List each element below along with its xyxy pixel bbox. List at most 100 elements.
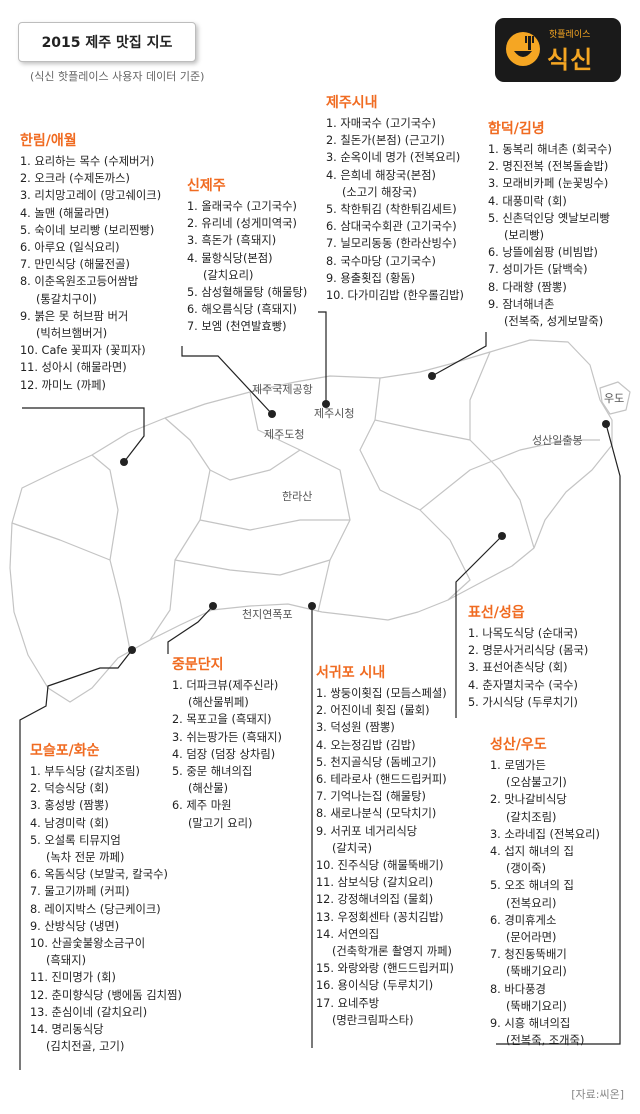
restaurant-item: 4. 춘자멸치국수 (국수)	[468, 678, 578, 692]
region-seongsan: 성산/우도 1. 로뎀가든(오삼불고기)2. 맛나갈비식당(갈치조림)3. 소라…	[490, 734, 600, 1049]
restaurant-item: 1. 부두식당 (갈치조림)	[30, 765, 140, 778]
restaurant-item-detail: (갱이죽)	[506, 862, 546, 876]
restaurant-list: 1. 로뎀가든(오삼불고기)2. 맛나갈비식당(갈치조림)3. 소라네집 (전복…	[490, 757, 600, 1049]
restaurant-item-detail: (김치전골, 고기)	[46, 1040, 125, 1054]
marker-jungmun	[209, 602, 217, 610]
restaurant-item-detail: (갈치요리)	[203, 268, 254, 282]
restaurant-item-detail: (건축학개론 촬영지 까페)	[332, 945, 452, 959]
restaurant-item: 3. 순옥이네 명가 (전복요리)	[326, 151, 461, 165]
restaurant-item: 5. 가시식당 (두루치기)	[468, 695, 578, 709]
region-title: 제주시내	[326, 95, 378, 111]
label-cheonjiyeon: 천지연폭포	[242, 608, 293, 621]
region-pyoseon: 표선/성읍 1. 나목도식당 (순대국)2. 명문사거리식당 (몸국)3. 표선…	[468, 602, 588, 711]
region-moseulpo: 모슬포/화순 1. 부두식당 (갈치조림)2. 덕승식당 (회)3. 홍성방 (…	[30, 740, 182, 1055]
pointer-moseulpo	[19, 649, 133, 1070]
restaurant-item: 1. 로뎀가든	[490, 759, 546, 772]
source-credit: [자료:씨온]	[571, 1088, 624, 1101]
restaurant-item-detail: (흑돼지)	[46, 954, 86, 968]
restaurant-item: 17. 요네주방	[316, 996, 380, 1010]
restaurant-item: 12. 까미노 (까페)	[20, 378, 106, 392]
restaurant-item: 7. 청진동뚝배기	[490, 948, 567, 962]
pointer-shinjeju	[181, 346, 273, 415]
restaurant-item: 4. 덤장 (덤장 상차림)	[172, 747, 276, 761]
restaurant-item: 8. 레이지박스 (당근케이크)	[30, 902, 161, 916]
restaurant-item: 5. 신촌덕인당 옛날보리빵	[488, 211, 610, 225]
restaurant-item-detail: (전복죽, 조개죽)	[506, 1034, 585, 1048]
restaurant-item: 13. 춘심이네 (갈치요리)	[30, 1005, 148, 1019]
region-jungmun: 중문단지 1. 더파크뷰(제주신라)(해산물뷔페)2. 목포고을 (흑돼지)3.…	[172, 654, 282, 832]
map-title: 2015 제주 맛집 지도	[18, 22, 196, 62]
restaurant-item: 6. 제주 마원	[172, 799, 232, 813]
spoon-fork-icon	[506, 32, 540, 66]
restaurant-item: 10. 다가미김밥 (한우롤김밥)	[326, 289, 464, 303]
restaurant-item-detail: (뚝배기요리)	[506, 965, 567, 979]
restaurant-item-detail: (해산물)	[188, 782, 228, 796]
restaurant-item: 3. 쉬는팡가든 (흑돼지)	[172, 730, 282, 744]
restaurant-item: 9. 용출횟집 (황돔)	[326, 271, 416, 285]
restaurant-item: 11. 성아시 (해물라면)	[20, 361, 127, 375]
marker-seongsan	[602, 420, 610, 428]
restaurant-item: 4. 대풍미락 (회)	[488, 194, 567, 208]
restaurant-item: 6. 해오름식당 (흑돼지)	[187, 303, 297, 317]
restaurant-item: 2. 오크라 (수제돈까스)	[20, 172, 130, 186]
restaurant-item: 3. 리치망고레이 (망고쉐이크)	[20, 189, 162, 203]
restaurant-item: 6. 삼대국수회관 (고기국수)	[326, 220, 457, 234]
restaurant-item: 6. 옥돔식당 (보말국, 칼국수)	[30, 868, 168, 882]
restaurant-item: 7. 성미가든 (닭백숙)	[488, 263, 588, 277]
pointer-seongsan	[496, 423, 621, 1045]
restaurant-item: 5. 오조 해녀의 집	[490, 879, 574, 893]
restaurant-item-detail: (갈치국)	[332, 841, 372, 855]
marker-moseulpo	[128, 646, 136, 654]
restaurant-item: 8. 새로나분식 (모닥치기)	[316, 807, 437, 821]
marker-shinjeju	[268, 410, 276, 418]
marker-pyoseon	[498, 532, 506, 540]
restaurant-item: 11. 진미명가 (회)	[30, 971, 116, 985]
restaurant-item: 2. 목포고을 (흑돼지)	[172, 713, 272, 727]
map-subtitle: (식신 핫플레이스 사용자 데이터 기준)	[30, 70, 205, 83]
restaurant-list: 1. 부두식당 (갈치조림)2. 덕승식당 (회)3. 홍성방 (짬뽕)4. 남…	[30, 763, 182, 1055]
restaurant-item-detail: (명란크림파스타)	[332, 1013, 414, 1027]
restaurant-item-detail: (뚝배기요리)	[506, 999, 567, 1013]
restaurant-item: 1. 나목도식당 (순대국)	[468, 627, 578, 640]
region-title: 한림/애월	[20, 133, 77, 149]
restaurant-item: 16. 용이식당 (두루치기)	[316, 979, 434, 993]
region-hamdeok: 함덕/김녕 1. 동복리 해녀촌 (회국수)2. 명진전복 (전복돌솥밥)3. …	[488, 118, 612, 330]
restaurant-item: 12. 강정해녀의집 (물회)	[316, 893, 434, 907]
restaurant-item: 5. 삼성혈해물탕 (해물탕)	[187, 286, 308, 300]
restaurant-item: 3. 흑돈가 (흑돼지)	[187, 234, 277, 248]
restaurant-list: 1. 쌍둥이횟집 (모듬스페셜)2. 어진이네 횟집 (물회)3. 덕성원 (짬…	[316, 685, 454, 1029]
island-outline	[9, 339, 613, 703]
region-hallim: 한림/애월 1. 요리하는 목수 (수제버거)2. 오크라 (수제돈까스)3. …	[20, 130, 161, 394]
restaurant-item-detail: (소고기 해장국)	[342, 185, 417, 199]
pointer-hallim	[22, 407, 145, 463]
restaurant-item: 2. 명문사거리식당 (몸국)	[468, 644, 589, 658]
region-title: 함덕/김녕	[488, 121, 545, 137]
restaurant-item: 9. 붉은 못 허브팜 버거	[20, 309, 129, 323]
region-jejusi: 제주시내 1. 자매국수 (고기국수)2. 칠돈가(본점) (근고기)3. 순옥…	[326, 92, 464, 304]
restaurant-list: 1. 올래국수 (고기국수)2. 유리네 (성게미역국)3. 흑돈가 (흑돼지)…	[187, 198, 307, 336]
restaurant-item: 14. 서연의집	[316, 927, 380, 941]
restaurant-list: 1. 더파크뷰(제주신라)(해산물뷔페)2. 목포고을 (흑돼지)3. 쉬는팡가…	[172, 677, 282, 832]
restaurant-item: 4. 남경미락 (회)	[30, 816, 109, 830]
restaurant-item: 7. 보엠 (천연발효빵)	[187, 320, 287, 334]
restaurant-list: 1. 동복리 해녀촌 (회국수)2. 명진전복 (전복돌솥밥)3. 모래비카페 …	[488, 141, 612, 330]
restaurant-item: 10. Cafe 꽃피자 (꽃피자)	[20, 344, 146, 358]
restaurant-item: 1. 쌍둥이횟집 (모듬스페셜)	[316, 687, 447, 700]
restaurant-item-detail: (보리빵)	[504, 229, 544, 243]
udo-outline	[599, 381, 631, 415]
marker-hallim	[120, 458, 128, 466]
restaurant-item-detail: (통갈치구이)	[36, 292, 97, 306]
restaurant-item-detail: (전복요리)	[506, 896, 557, 910]
siksin-logo: 핫플레이스 식신	[495, 18, 621, 82]
label-provincial-office: 제주도청	[264, 428, 305, 441]
restaurant-item: 6. 경미휴게소	[490, 913, 557, 927]
restaurant-item-detail: (오삼불고기)	[506, 776, 567, 790]
restaurant-item: 7. 만민식당 (해물전골)	[20, 258, 130, 272]
restaurant-item: 2. 명진전복 (전복돌솥밥)	[488, 160, 609, 174]
restaurant-item: 2. 맛나갈비식당	[490, 793, 567, 807]
restaurant-item-detail: (빅허브햄버거)	[36, 327, 108, 341]
region-title: 성산/우도	[490, 737, 547, 753]
region-title: 중문단지	[172, 657, 224, 673]
restaurant-item: 2. 칠돈가(본점) (근고기)	[326, 134, 445, 148]
